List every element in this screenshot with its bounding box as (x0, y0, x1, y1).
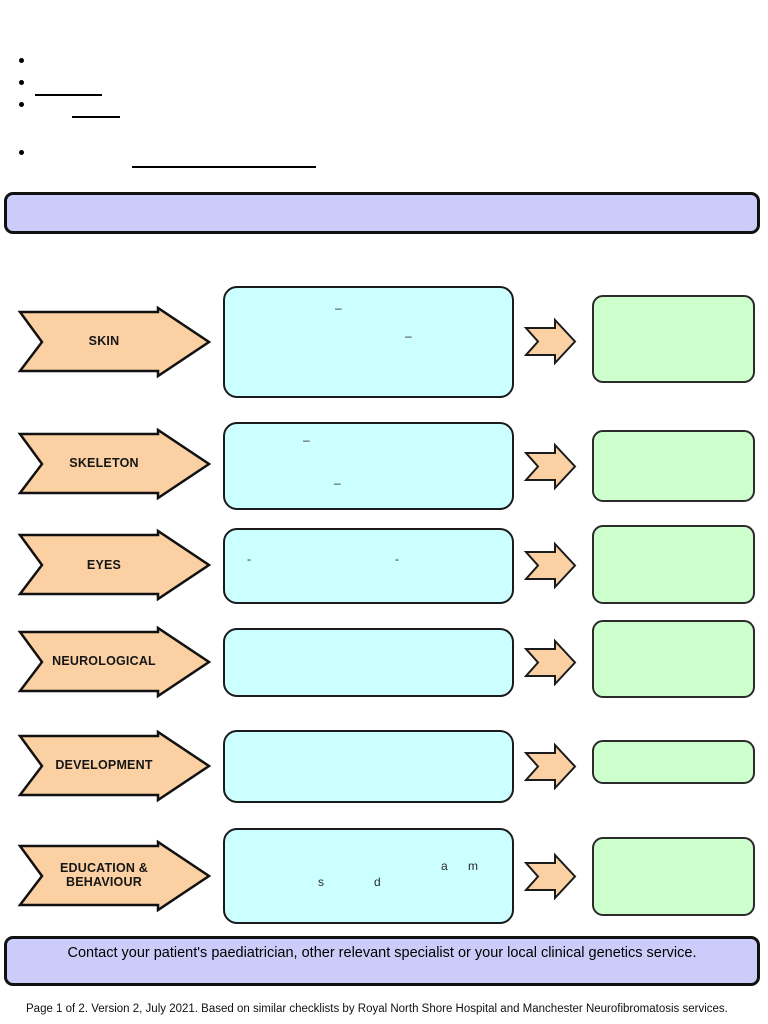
list-item (0, 52, 420, 74)
list-item (0, 74, 420, 96)
text-fragment: – (405, 329, 412, 343)
flow-row: EDUCATION & BEHAVIOUR s d a m (0, 828, 768, 924)
patient-details-list (0, 52, 420, 168)
flow-row: NEUROLOGICAL (0, 620, 768, 699)
page-footer: Page 1 of 2. Version 2, July 2021. Based… (26, 1003, 728, 1015)
category-arrow-development[interactable] (17, 729, 212, 803)
category-arrow-education-behaviour[interactable] (17, 839, 212, 913)
action-box-eyes[interactable] (592, 525, 755, 604)
transition-arrow-icon (523, 442, 577, 491)
fill-in-line[interactable] (72, 116, 120, 118)
text-fragment: - (395, 552, 399, 566)
flow-row: SKELETON – – (0, 422, 768, 510)
text-fragment: a (441, 859, 448, 873)
fill-in-line[interactable] (35, 94, 102, 96)
bullet-point-icon (19, 80, 24, 85)
assessment-box-development[interactable] (223, 730, 514, 803)
action-box-education-behaviour[interactable] (592, 837, 755, 916)
action-box-development[interactable] (592, 740, 755, 784)
category-arrow-skin[interactable] (17, 305, 212, 379)
action-box-skeleton[interactable] (592, 430, 755, 502)
transition-arrow-icon (523, 541, 577, 590)
assessment-box-education-behaviour[interactable]: s d a m (223, 828, 514, 924)
category-arrow-neurological[interactable] (17, 625, 212, 699)
bullet-point-icon (19, 150, 24, 155)
bottom-banner: Contact your patient's paediatrician, ot… (4, 936, 760, 986)
transition-arrow-icon (523, 852, 577, 901)
bullet-point-icon (19, 102, 24, 107)
list-item (0, 96, 420, 118)
assessment-box-skin[interactable]: – – (223, 286, 514, 398)
list-item (0, 118, 420, 168)
fill-in-line[interactable] (132, 166, 316, 168)
bottom-banner-text: Contact your patient's paediatrician, ot… (67, 945, 697, 961)
assessment-box-eyes[interactable]: - - (223, 528, 514, 604)
flow-row: SKIN – – (0, 286, 768, 398)
category-arrow-eyes[interactable] (17, 528, 212, 602)
text-fragment: m (468, 859, 478, 873)
text-fragment: s (318, 875, 324, 889)
text-fragment: – (334, 476, 341, 490)
text-fragment: - (247, 552, 251, 566)
assessment-box-neurological[interactable] (223, 628, 514, 697)
top-banner (4, 192, 760, 234)
text-fragment: – (303, 433, 310, 447)
action-box-skin[interactable] (592, 295, 755, 383)
assessment-box-skeleton[interactable]: – – (223, 422, 514, 510)
flow-row: DEVELOPMENT (0, 729, 768, 803)
text-fragment: d (374, 875, 381, 889)
action-box-neurological[interactable] (592, 620, 755, 698)
transition-arrow-icon (523, 317, 577, 366)
transition-arrow-icon (523, 638, 577, 687)
flow-row: EYES - - (0, 525, 768, 604)
category-arrow-skeleton[interactable] (17, 427, 212, 501)
bullet-point-icon (19, 58, 24, 63)
transition-arrow-icon (523, 742, 577, 791)
text-fragment: – (335, 301, 342, 315)
